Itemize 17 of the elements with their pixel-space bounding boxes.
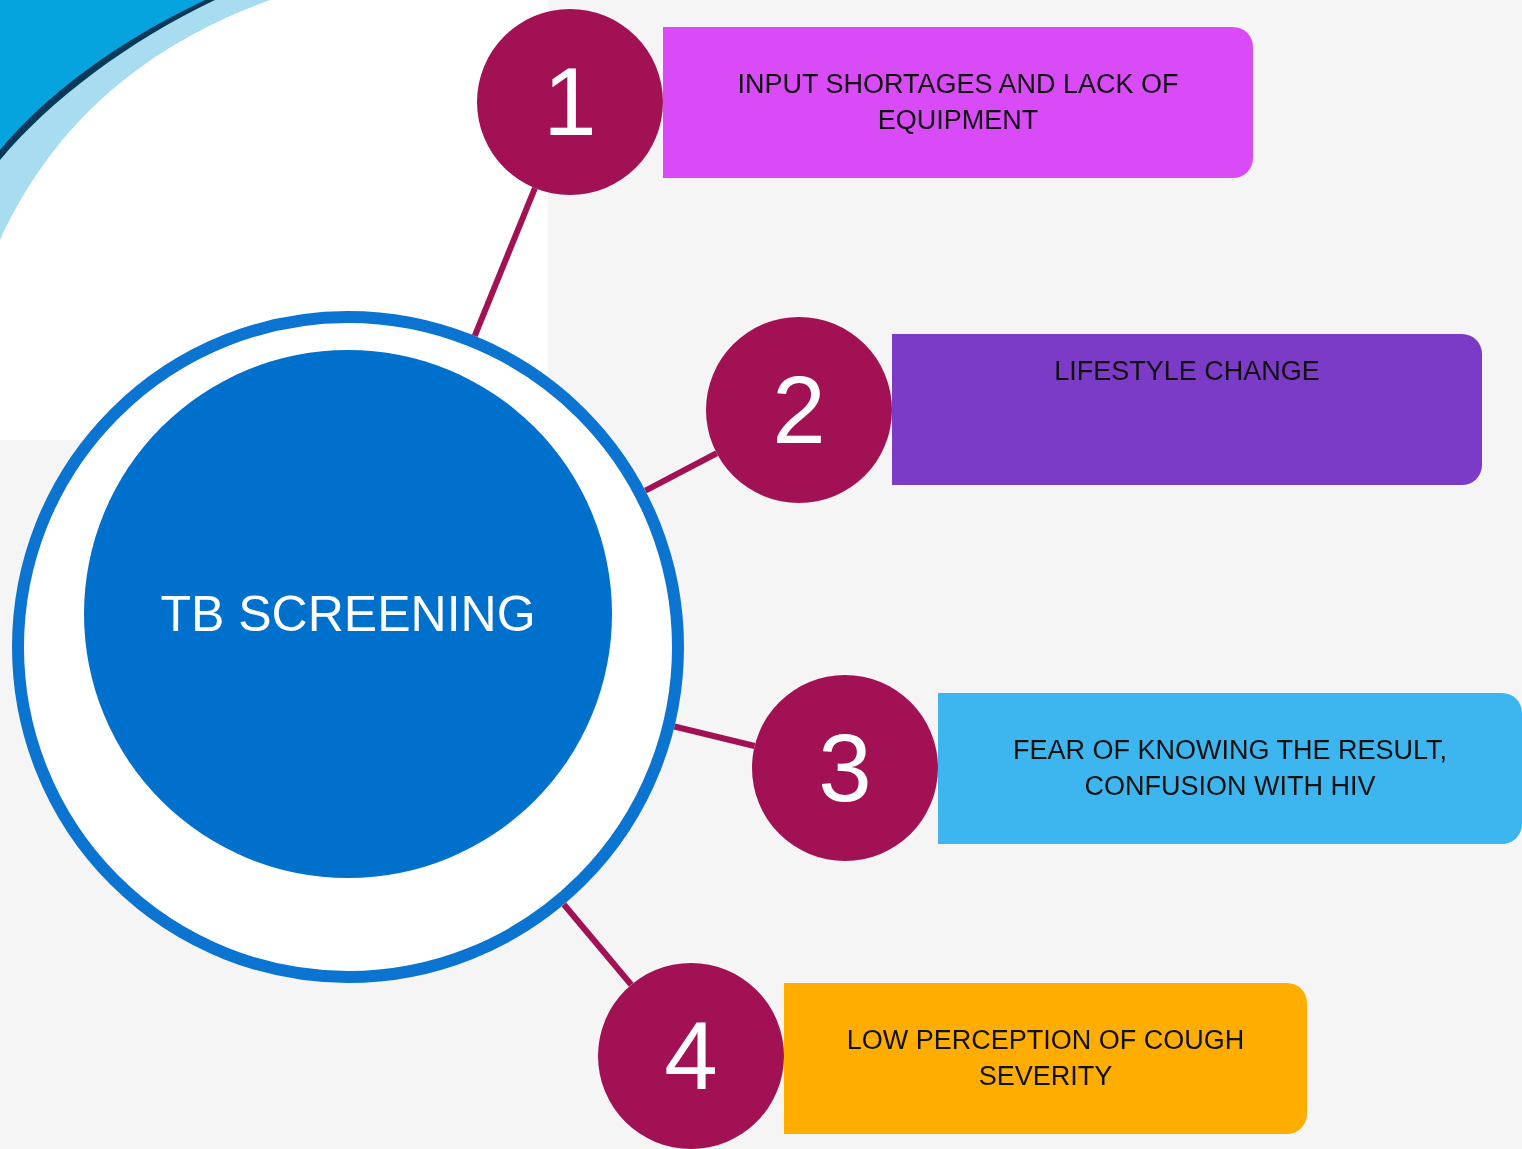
step-number: 3 xyxy=(818,720,872,816)
step-number: 4 xyxy=(664,1008,718,1104)
barrier-box xyxy=(784,983,1307,1134)
barrier-box xyxy=(663,27,1253,178)
connector-line xyxy=(561,902,634,987)
barrier-box xyxy=(938,693,1522,844)
barrier-text: LIFESTYLE CHANGE xyxy=(1054,355,1320,388)
step-number: 2 xyxy=(772,362,826,458)
connector-line xyxy=(471,187,538,337)
connector-line xyxy=(644,450,719,494)
center-label: TB SCREENING xyxy=(160,585,536,643)
connector-line xyxy=(673,723,756,749)
barrier-text: FEAR OF KNOWING THE RESULT, CONFUSION WITH HIV xyxy=(1011,734,1448,803)
step-number: 1 xyxy=(543,54,597,150)
barrier-box xyxy=(892,334,1482,485)
barrier-text: LOW PERCEPTION OF COUGH SEVERITY xyxy=(845,1024,1246,1093)
barrier-text: INPUT SHORTAGES AND LACK OF EQUIPMENT xyxy=(736,68,1180,137)
